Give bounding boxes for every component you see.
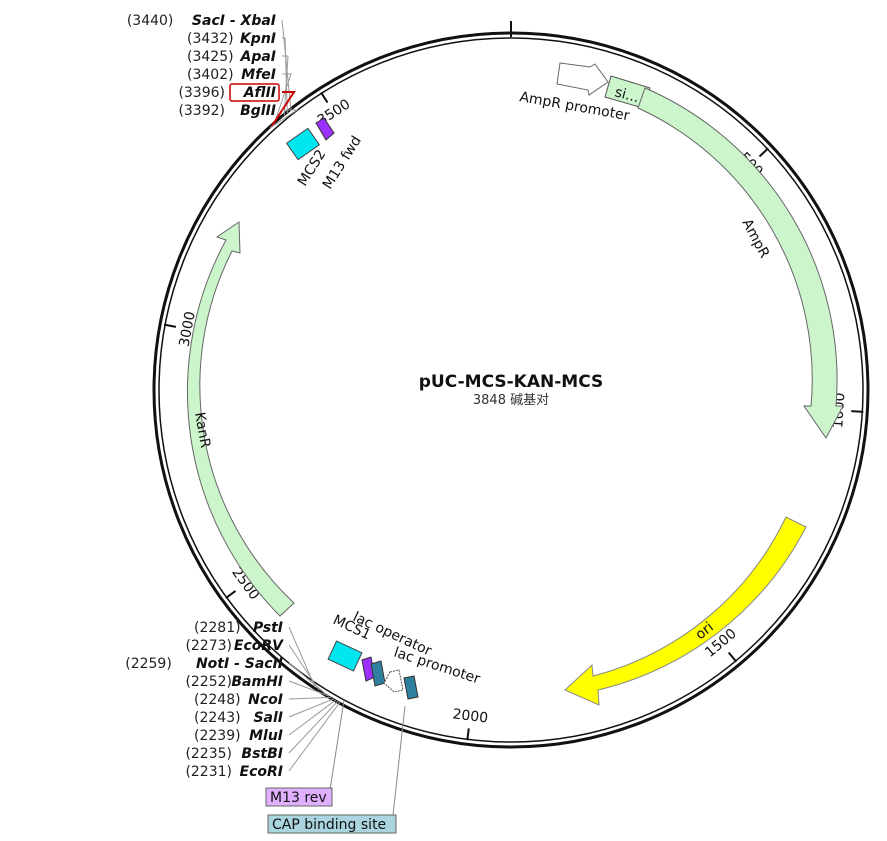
m13-fwd-feature[interactable] bbox=[315, 117, 335, 141]
tick-1500 bbox=[727, 651, 738, 663]
site-top-leader-5 bbox=[269, 109, 299, 129]
site-bottom-name-2[interactable]: NotI - SacII bbox=[196, 656, 283, 672]
mcs1-feature[interactable] bbox=[327, 640, 363, 672]
site-top-highlight-box bbox=[229, 83, 280, 102]
site-bottom-leader-5 bbox=[288, 698, 335, 718]
site-top-pos-0: (3440) bbox=[127, 13, 174, 29]
site-bottom-leader-1 bbox=[288, 644, 320, 691]
cap-binding-site-tag-label: CAP binding site bbox=[272, 817, 386, 833]
lac-operator-feature[interactable] bbox=[370, 660, 386, 687]
site-bottom-pos-1: (2273) bbox=[185, 638, 232, 654]
site-top-name-0[interactable]: SacI - XbaI bbox=[192, 13, 276, 29]
plasmid-length: 3848 碱基对 bbox=[473, 393, 549, 408]
tick-3500 bbox=[320, 91, 329, 104]
site-top-pos-4: (3396) bbox=[178, 85, 225, 101]
site-bottom-name-8[interactable]: EcoRI bbox=[240, 764, 283, 780]
site-bottom-leader-8 bbox=[288, 701, 341, 772]
tick-2000 bbox=[466, 728, 470, 741]
site-bottom-pos-0: (2281) bbox=[194, 620, 241, 636]
site-bottom-name-0[interactable]: PstI bbox=[253, 620, 283, 636]
site-top-name-3[interactable]: MfeI bbox=[241, 67, 276, 83]
site-bottom-leader-6 bbox=[288, 699, 337, 736]
site-bottom-pos-5: (2243) bbox=[194, 710, 241, 726]
site-top-name-2[interactable]: ApaI bbox=[239, 49, 276, 65]
site-top-leader-0 bbox=[281, 19, 292, 111]
cap-leader bbox=[392, 705, 406, 816]
kanr-label: KanR bbox=[191, 411, 213, 450]
site-top-leader-2 bbox=[282, 55, 289, 116]
site-top-name-1[interactable]: KpnI bbox=[240, 31, 276, 47]
cap-binding-site-feature[interactable] bbox=[403, 675, 419, 700]
plasmid-backbone-inner bbox=[158, 37, 864, 743]
plasmid-name: pUC-MCS-KAN-MCS bbox=[419, 372, 603, 392]
site-bottom-name-7[interactable]: BstBI bbox=[241, 746, 283, 762]
mcs2-feature[interactable] bbox=[285, 127, 321, 161]
site-bottom-pos-6: (2239) bbox=[194, 728, 241, 744]
ampr-label: AmpR bbox=[738, 216, 772, 261]
site-top-name-4[interactable]: AflII bbox=[243, 85, 276, 101]
ampr-feature[interactable] bbox=[637, 87, 844, 439]
cap-binding-site-tag[interactable] bbox=[267, 814, 397, 834]
ampr-promoter-arrow[interactable] bbox=[556, 62, 609, 96]
m13-rev-leader bbox=[329, 699, 345, 791]
site-bottom-leader-2 bbox=[288, 662, 327, 695]
tick-2500 bbox=[225, 590, 237, 599]
ori-feature[interactable] bbox=[564, 516, 807, 706]
site-bottom-leader-4 bbox=[288, 696, 332, 700]
lac-promoter-feature[interactable] bbox=[383, 669, 404, 693]
site-bottom-name-3[interactable]: BamHI bbox=[231, 674, 283, 690]
tick-1000 bbox=[851, 410, 864, 413]
site-bottom-pos-3: (2252) bbox=[185, 674, 232, 690]
site-bottom-name-5[interactable]: SalI bbox=[253, 710, 283, 726]
site-bottom-name-1[interactable]: EcoRV bbox=[234, 638, 284, 654]
site-top-pos-2: (3425) bbox=[187, 49, 234, 65]
site-bottom-name-4[interactable]: NcoI bbox=[248, 692, 283, 708]
m13-rev-tag[interactable] bbox=[265, 787, 333, 807]
site-bottom-leader-7 bbox=[288, 700, 339, 754]
site-bottom-name-6[interactable]: MluI bbox=[249, 728, 283, 744]
m13-fwd-label: M13 fwd bbox=[320, 133, 365, 192]
kanr-feature[interactable] bbox=[186, 221, 295, 617]
site-top-pos-1: (3432) bbox=[187, 31, 234, 47]
site-top-pos-3: (3402) bbox=[187, 67, 234, 83]
restriction-sites-bottom: PstI (2281) EcoRV(2273) NotI - SacII (2259) B… bbox=[125, 620, 341, 780]
tick-500 bbox=[758, 147, 769, 158]
site-bottom-pos-4: (2248) bbox=[194, 692, 241, 708]
site-top-name-5[interactable]: BglII bbox=[240, 103, 276, 119]
site-bottom-pos-2: (2259) bbox=[125, 656, 172, 672]
signal-peptide-label: si... bbox=[613, 84, 641, 106]
site-top-leader-4 bbox=[270, 91, 296, 128]
m13-rev-tag-label: M13 rev bbox=[270, 790, 327, 806]
restriction-sites-top: SacI - XbaI (3440) KpnI (3432) ApaI (3425) Mfe… bbox=[127, 13, 299, 129]
site-bottom-leader-3 bbox=[288, 680, 330, 697]
site-top-pos-5: (3392) bbox=[178, 103, 225, 119]
tick-label-2000: 2000 bbox=[452, 706, 489, 726]
site-bottom-pos-7: (2235) bbox=[185, 746, 232, 762]
site-bottom-pos-8: (2231) bbox=[185, 764, 232, 780]
site-top-leader-3 bbox=[273, 73, 292, 125]
tick-3000 bbox=[163, 323, 177, 328]
